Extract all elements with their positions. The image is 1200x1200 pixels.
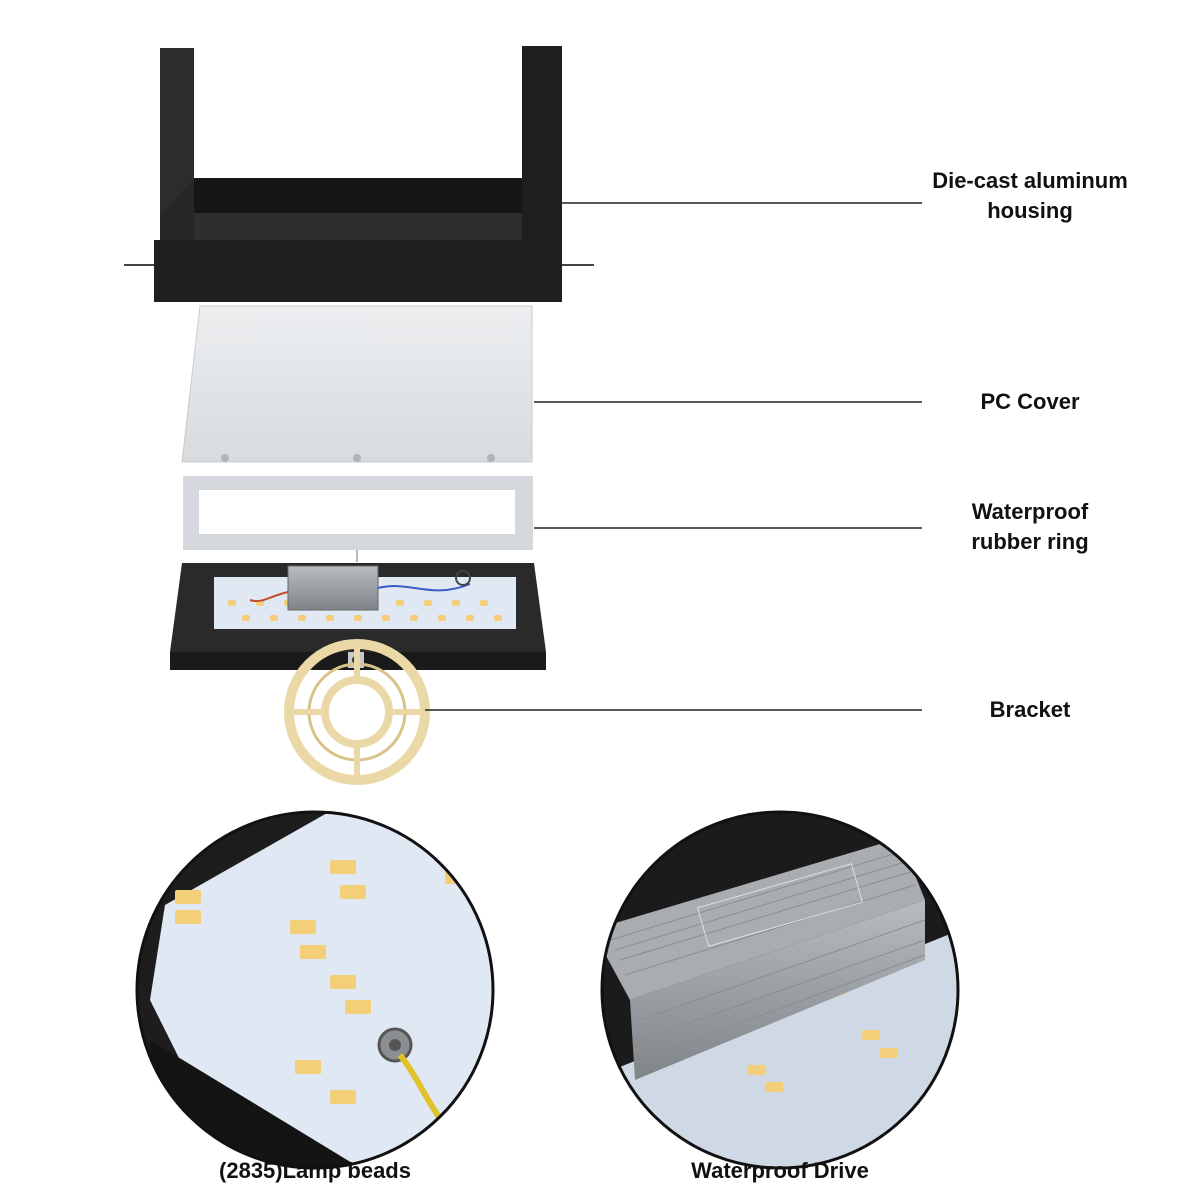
label-rubber-ring-line1: Waterproof [971, 499, 1089, 524]
board-led-chip [242, 615, 250, 621]
board-led-chip [466, 615, 474, 621]
board-led-chip [452, 600, 460, 606]
label-pc-cover: PC Cover [980, 389, 1080, 414]
driver-spec-label [696, 863, 864, 947]
aluminum-housing [124, 46, 594, 302]
lamp-bead-chip [330, 975, 356, 989]
drive-led-chip [748, 1065, 766, 1075]
lamp-bead-chip [290, 920, 316, 934]
lamp-bead-chip [175, 890, 201, 904]
lamp-bead-chip [340, 885, 366, 899]
board-led-chip [438, 615, 446, 621]
label-housing-line2: housing [987, 198, 1073, 223]
board-led-chip [480, 600, 488, 606]
rubber-ring [183, 476, 533, 562]
label-housing-line1: Die-cast aluminum [932, 168, 1128, 193]
bracket [284, 639, 430, 785]
lamp-bead-chip [330, 1090, 356, 1104]
lamp-bead-chip [300, 945, 326, 959]
lamp-bead-chip [345, 1000, 371, 1014]
label-waterproof-drive: Waterproof Drive [691, 1158, 869, 1183]
leader-lines [425, 202, 922, 711]
label-housing: Die-cast aluminum housing [900, 166, 1160, 226]
drive-led-chip [880, 1048, 898, 1058]
board-led-chip [396, 600, 404, 606]
label-bracket: Bracket [989, 697, 1071, 722]
lamp-bead-chip [295, 1060, 321, 1074]
board-led-chip [326, 615, 334, 621]
board-led-chip [270, 615, 278, 621]
lamp-beads-detail [137, 812, 493, 1168]
driver-fins [609, 851, 926, 1061]
board-led-chip [354, 615, 362, 621]
drive-led-chip [862, 1030, 880, 1040]
waterproof-drive-detail [602, 812, 958, 1168]
board-led-chip [410, 615, 418, 621]
board-led-chip [382, 615, 390, 621]
label-lamp-beads: (2835)Lamp beads [219, 1158, 411, 1183]
board-led-chip [298, 615, 306, 621]
lamp-bead-chip [175, 910, 201, 924]
pc-cover [181, 305, 533, 463]
label-rubber-ring: Waterproof rubber ring [900, 497, 1160, 557]
board-led-chip [494, 615, 502, 621]
board-led-chip [228, 600, 236, 606]
lamp-bead-chip [330, 860, 356, 874]
label-rubber-ring-line2: rubber ring [971, 529, 1089, 554]
board-led-chip [424, 600, 432, 606]
board-driver [287, 565, 379, 611]
drive-led-chip [765, 1082, 783, 1092]
